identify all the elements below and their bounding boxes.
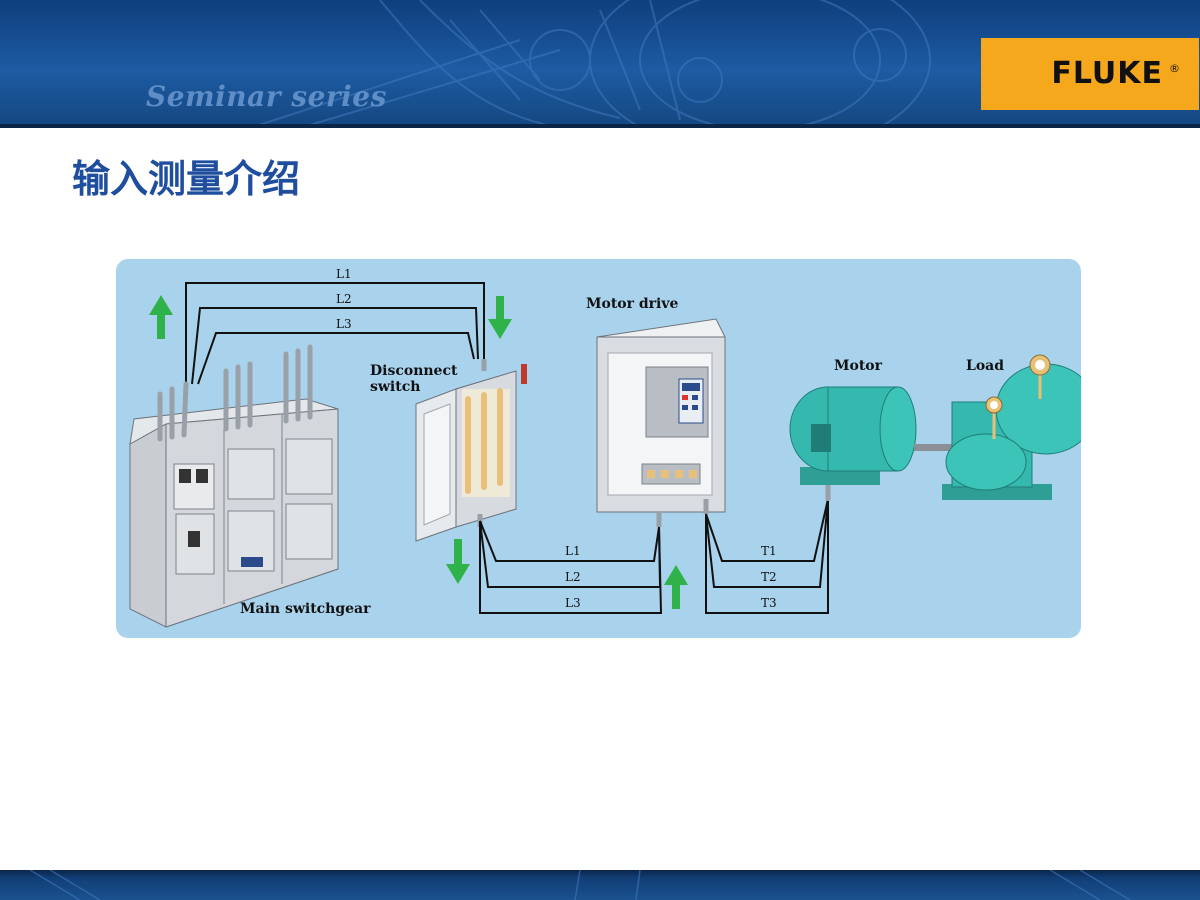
middle-wiring [479,520,663,614]
wire-label-mid-l3: L3 [565,596,581,610]
up-arrow-icon [149,295,173,339]
wire-label-out-t3: T3 [761,596,777,610]
fluke-logo: FLUKE ® [981,38,1199,110]
power-system-diagram: L1 L2 L3 Main switchgear [116,259,1081,638]
gauge-icon [985,396,1003,414]
output-wiring [705,498,829,614]
header-divider [0,124,1200,128]
wire-label-out-t1: T1 [761,544,777,558]
label-disconnect-line2: switch [370,379,420,395]
footer-decoration [29,870,1131,900]
motor-drive [596,318,726,527]
load [942,363,1081,500]
disconnect-switch [415,359,527,542]
down-arrow-icon [488,296,512,339]
footer-band [0,870,1200,900]
gauge-icon [1029,354,1051,376]
label-disconnect-line1: Disconnect [370,363,458,379]
wire-label-top-l3: L3 [336,317,352,331]
label-motor-drive: Motor drive [586,296,679,312]
wire-label-top-l1: L1 [336,267,352,281]
down-arrow-icon [446,539,470,584]
label-main-switchgear: Main switchgear [240,601,371,617]
registered-mark: ® [1169,62,1180,75]
label-motor: Motor [834,358,883,374]
page-title: 输入测量介绍 [72,157,301,201]
wire-label-mid-l1: L1 [565,544,581,558]
wire-label-mid-l2: L2 [565,570,581,584]
up-arrow-icon [664,565,688,609]
wire-label-out-t2: T2 [761,570,777,584]
header-banner: Seminar series FLUKE ® [0,0,1200,128]
wire-label-top-l2: L2 [336,292,352,306]
banner-decoration [249,0,931,128]
top-wiring [185,282,485,385]
seminar-series-label: Seminar series [146,80,387,113]
logo-text: FLUKE [1051,56,1163,91]
main-switchgear [129,344,339,628]
motor [789,386,964,485]
label-load: Load [966,358,1004,374]
